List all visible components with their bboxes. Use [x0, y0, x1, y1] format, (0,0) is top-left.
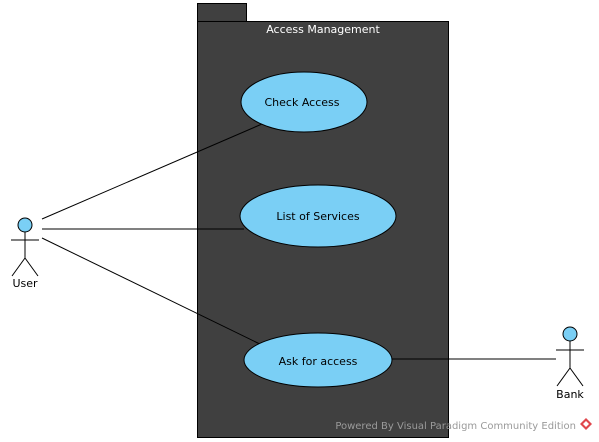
use-case-label: Ask for access [279, 355, 358, 368]
associations [41, 123, 556, 360]
visual-paradigm-logo-icon [580, 418, 592, 430]
association-user-ask-access[interactable] [41, 237, 265, 347]
actor-bank[interactable]: Bank [556, 326, 584, 401]
use-case-ellipse [239, 184, 397, 248]
stick-figure-icon [11, 217, 39, 277]
use-case-ellipse [240, 71, 368, 133]
use-case-label: Check Access [265, 96, 340, 109]
actor-label: User [12, 277, 38, 290]
watermark: Powered By Visual Paradigm Community Edi… [335, 418, 592, 432]
use-case-check-access[interactable]: Check Access [240, 71, 368, 133]
watermark-text: Powered By Visual Paradigm Community Edi… [335, 421, 576, 432]
actor-label: Bank [556, 388, 584, 401]
use-case-list-services[interactable]: List of Services [239, 184, 397, 248]
use-case-label: List of Services [276, 210, 359, 223]
stick-figure-icon [556, 326, 584, 387]
use-case-ask-access[interactable]: Ask for access [243, 332, 393, 388]
use-case-ellipse [243, 332, 393, 388]
association-user-check-access[interactable] [41, 123, 263, 220]
system-title: Access Management [266, 23, 380, 36]
actor-user[interactable]: User [11, 217, 39, 290]
system-boundary-tab [197, 3, 247, 22]
